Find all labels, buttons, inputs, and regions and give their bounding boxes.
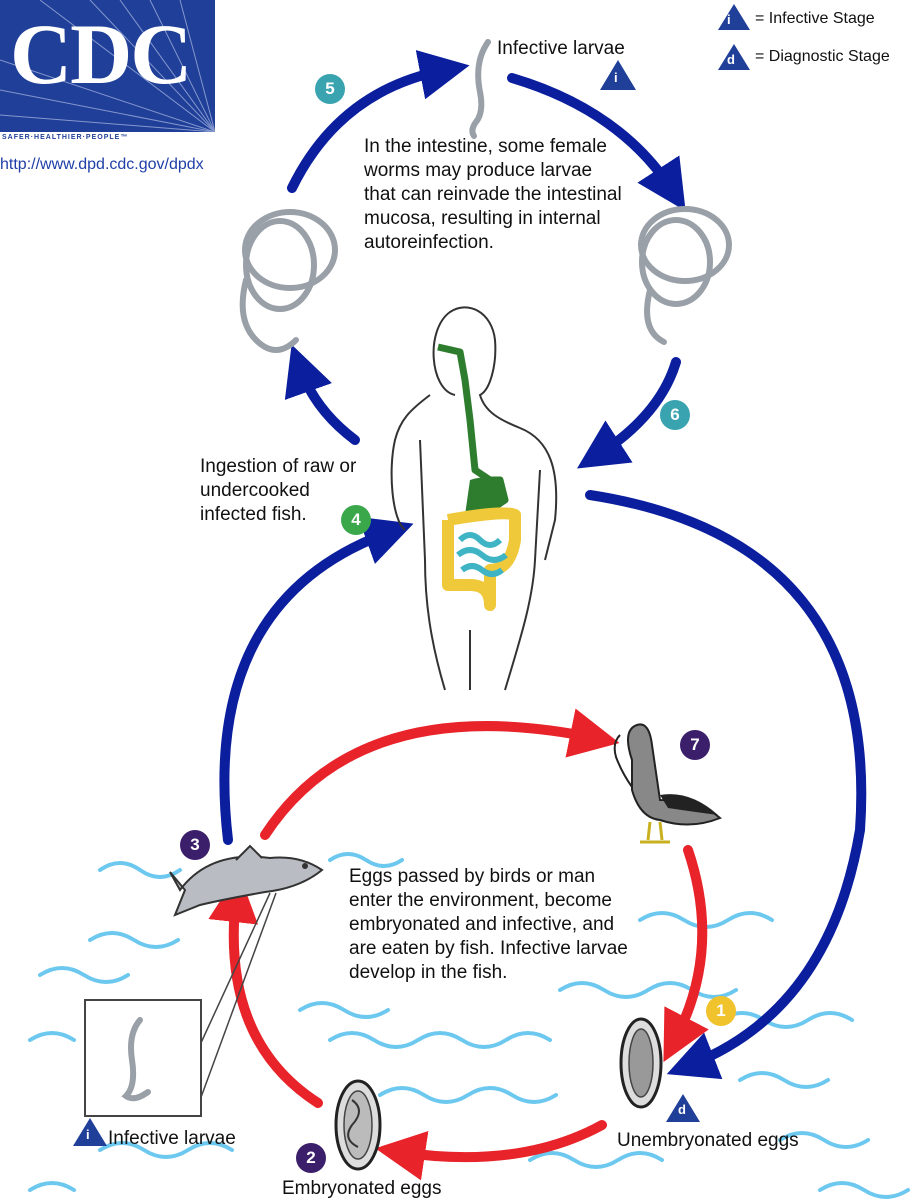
step-2-badge: 2	[296, 1143, 326, 1173]
cdc-tagline: SAFER·HEALTHIER·PEOPLE™	[2, 134, 129, 141]
callout-lines	[199, 892, 277, 1101]
fish-illustration	[169, 844, 324, 917]
blue-arrows	[219, 50, 867, 1080]
legend-diagnostic-symbol: d	[727, 52, 735, 67]
red-arrows	[208, 708, 709, 1181]
gut-stomach	[465, 477, 505, 516]
larva-inset-box	[84, 999, 202, 1117]
coiled-worm-left	[239, 209, 338, 353]
water-waves	[28, 852, 910, 1199]
step-7-badge: 7	[680, 730, 710, 760]
stage-triangles	[73, 4, 750, 1146]
coiled-worm-right	[638, 206, 732, 345]
cdc-logo: CDC	[0, 0, 215, 132]
unembryonated-egg	[619, 1017, 663, 1109]
pelican-illustration	[613, 723, 722, 844]
step-1-badge: 1	[706, 996, 736, 1026]
marker-top-infective: i	[614, 70, 618, 85]
larva-top	[469, 39, 491, 139]
label-infective-larvae-box: Infective larvae	[108, 1128, 236, 1149]
note-autoinfection: In the intestine, some female worms may …	[364, 136, 622, 253]
note-eggs: Eggs passed by birds or man enter the en…	[349, 866, 628, 983]
step-6-badge: 6	[660, 400, 690, 430]
label-infective-larvae-top: Infective larvae	[497, 38, 625, 59]
legend-infective-symbol: i	[727, 12, 731, 27]
larva-inset	[121, 1017, 151, 1102]
step-3-badge: 3	[180, 830, 210, 860]
marker-eggs-diagnostic: d	[678, 1102, 686, 1117]
cdc-url[interactable]: http://www.dpd.cdc.gov/dpdx	[0, 156, 204, 173]
note-ingestion: Ingestion of raw or undercooked infected…	[200, 456, 357, 525]
gut-small-intestine	[456, 532, 508, 577]
label-unembryonated-eggs: Unembryonated eggs	[617, 1130, 799, 1151]
label-embryonated-eggs: Embryonated eggs	[282, 1178, 442, 1199]
cdc-wordmark: CDC	[10, 6, 192, 102]
step-4-badge: 4	[341, 505, 371, 535]
gut-colon	[442, 507, 521, 611]
step-5-badge: 5	[315, 74, 345, 104]
legend-infective-label: = Infective Stage	[755, 10, 875, 27]
marker-box-infective: i	[86, 1127, 90, 1142]
embryonated-egg	[334, 1079, 382, 1171]
human-figure	[390, 306, 558, 691]
legend-diagnostic-label: = Diagnostic Stage	[755, 48, 890, 65]
